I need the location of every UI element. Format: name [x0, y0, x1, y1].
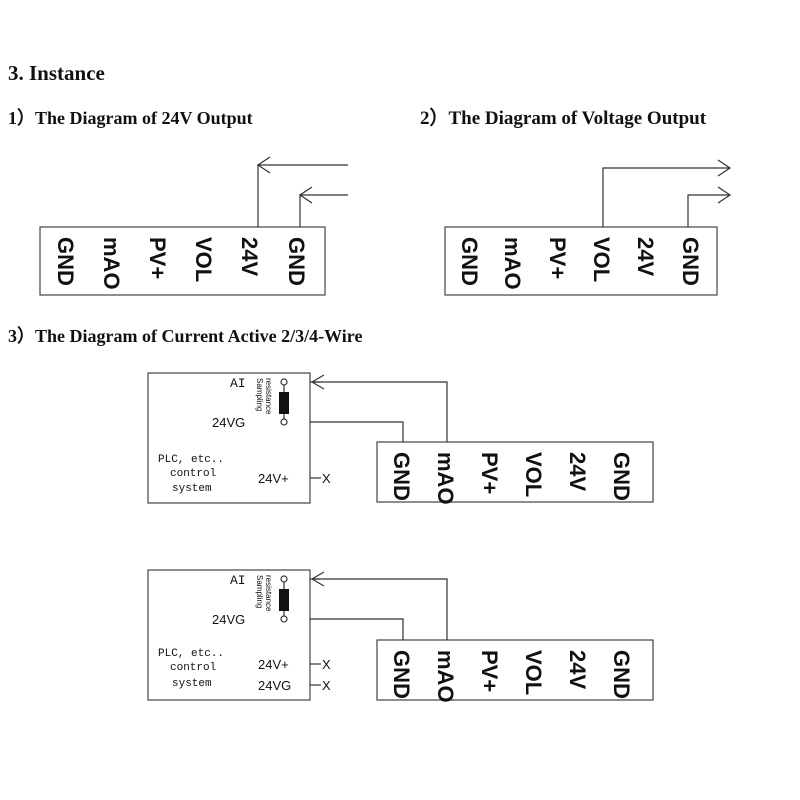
terminal-labels: GND mAO PV+ VOL 24V GND: [389, 650, 634, 703]
terminal-label: 24V: [237, 237, 262, 276]
terminal-label: GND: [389, 650, 414, 699]
page-title: 3. Instance: [8, 61, 105, 85]
terminal-labels: GND mAO PV+ VOL 24V GND: [457, 237, 703, 290]
terminal-label: PV+: [545, 237, 570, 279]
terminal-label: 24V: [633, 237, 658, 276]
terminal-block: [376, 441, 654, 503]
sampling-label: Sampling: [255, 378, 264, 411]
plc-label-line1: PLC, etc..: [158, 648, 224, 660]
arrow-head-icon: [256, 156, 271, 174]
24vg-output-label: 24VG: [258, 678, 291, 693]
plc-label-line2: control: [170, 468, 216, 480]
section-title-24v-output: 1）The Diagram of 24V Output: [8, 108, 253, 128]
terminal-label: mAO: [433, 452, 458, 505]
terminal-label: GND: [678, 237, 703, 286]
terminal-label: PV+: [477, 650, 502, 692]
terminal-label: GND: [609, 650, 634, 699]
terminal-label: VOL: [521, 452, 546, 497]
section-title-current-active: 3）The Diagram of Current Active 2/3/4-Wi…: [8, 326, 362, 346]
wire-gnd: [310, 618, 404, 640]
arrow-head-icon: [310, 571, 325, 587]
24vg-label: 24VG: [212, 415, 245, 430]
terminal-label: mAO: [99, 237, 124, 290]
wire-vol: [602, 167, 730, 227]
arrow-head-icon: [717, 186, 732, 204]
ai-label: AI: [230, 376, 246, 391]
terminal-label: VOL: [521, 650, 546, 695]
plc-label-line1: PLC, etc..: [158, 454, 224, 466]
wire-mao: [312, 578, 448, 640]
wire-gnd: [687, 194, 730, 227]
section-title-voltage-output: 2）The Diagram of Voltage Output: [420, 106, 707, 129]
terminal-label: mAO: [433, 650, 458, 703]
terminal-label: 24V: [565, 452, 590, 491]
diagram-current-active-b: AI 24VG PLC, etc.. control system 24V+ 2…: [147, 569, 654, 703]
no-connect-label: X: [322, 678, 331, 693]
terminal-label: 24V: [565, 650, 590, 689]
terminal-labels: GND mAO PV+ VOL 24V GND: [389, 452, 634, 505]
terminal-label: GND: [609, 452, 634, 501]
terminal-label: GND: [284, 237, 309, 286]
wire-mao: [312, 381, 448, 442]
arrow-head-icon: [298, 186, 313, 204]
24vg-label: 24VG: [212, 612, 245, 627]
plc-label-line3: system: [172, 678, 212, 690]
terminal-label: VOL: [191, 237, 216, 282]
plc-label-line3: system: [172, 483, 212, 495]
arrow-head-icon: [717, 159, 732, 177]
24v-plus-label: 24V+: [258, 471, 289, 486]
diagram-24v-output: GND mAO PV+ VOL 24V GND: [39, 156, 348, 296]
resistance-label: resistance: [264, 378, 273, 415]
resistor-icon: [279, 589, 289, 611]
wire-gnd: [310, 421, 404, 442]
ai-label: AI: [230, 573, 246, 588]
terminal-block: [39, 226, 326, 296]
arrow-head-icon: [310, 374, 325, 390]
terminal-label: VOL: [589, 237, 614, 282]
resistor-icon: [279, 392, 289, 414]
sampling-label: Sampling: [255, 575, 264, 608]
terminal-label: GND: [53, 237, 78, 286]
resistance-label: resistance: [264, 575, 273, 612]
terminal-label: GND: [457, 237, 482, 286]
no-connect-label: X: [322, 657, 331, 672]
terminal-label: mAO: [500, 237, 525, 290]
terminal-labels: GND mAO PV+ VOL 24V GND: [53, 237, 309, 290]
24v-plus-label: 24V+: [258, 657, 289, 672]
terminal-label: PV+: [477, 452, 502, 494]
terminal-label: PV+: [145, 237, 170, 279]
terminal-block: [376, 639, 654, 701]
terminal-block: [444, 226, 718, 296]
terminal-label: GND: [389, 452, 414, 501]
wire-24v: [257, 164, 348, 227]
no-connect-label: X: [322, 471, 331, 486]
diagram-current-active-a: AI 24VG PLC, etc.. control system 24V+ S…: [147, 372, 654, 505]
diagram-voltage-output: GND mAO PV+ VOL 24V GND: [444, 159, 732, 296]
plc-label-line2: control: [170, 662, 216, 674]
